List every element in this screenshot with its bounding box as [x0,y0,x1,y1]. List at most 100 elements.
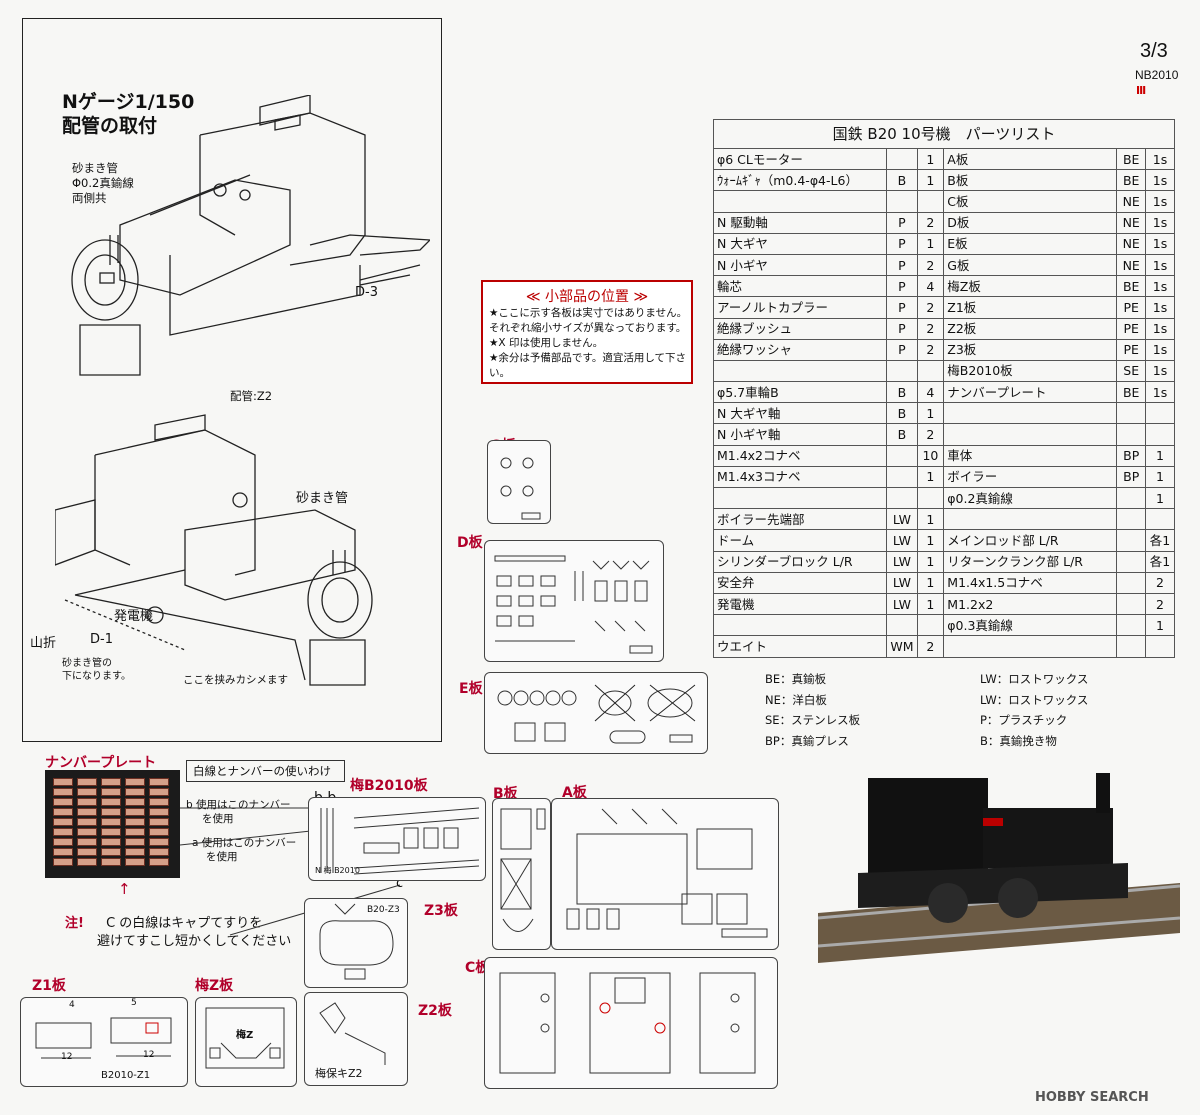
sheet-umez-drawing [205,1007,285,1069]
parts-table-cell: 梅B2010板 [943,359,1118,383]
sheet-z2-mark: 梅保キZ2 [315,1067,363,1080]
parts-table-cell [1116,529,1147,552]
sheet-umeb-mark: N 梅 B2010 [315,866,360,875]
parts-table-cell: N 小ギヤ軸 [712,423,888,446]
parts-table-cell: 発電機 [712,592,888,616]
notice-line: ★余分は予備部品です。適宜活用して下さい。 [489,352,687,379]
c-mark: c [396,876,404,891]
number-plate-item [53,778,73,786]
parts-table-cell: 2 [1145,592,1175,616]
sheet-g-drawing [500,457,541,520]
assembly-figure-panel [22,18,442,742]
parts-table-cell: N 大ギヤ [712,232,888,255]
legend-item: BP：真鍮プレス [765,733,849,748]
parts-table-cell: LW [886,571,918,594]
parts-table-cell: 各1 [1145,550,1175,573]
under-note-1: 砂まき管の [62,658,112,669]
parts-table-cell: 2 [916,423,945,446]
sheet-umeb-drawing [320,807,480,875]
parts-table-cell: 1 [916,550,945,573]
parts-table-cell: NE [1116,232,1147,255]
fold-label: 山折 [30,636,57,651]
parts-table-cell: SE [1116,359,1147,383]
parts-table-cell: 1s [1145,296,1175,319]
legend-item: SE：ステンレス板 [765,713,861,727]
parts-table-cell: 1 [1145,486,1175,510]
number-plate-item [77,818,97,826]
sheet-z3: B20-Z3 [304,898,408,988]
number-plate-item [149,828,169,836]
parts-table-cell: P [886,232,918,255]
parts-table-cell: φ5.7車輪B [712,381,888,404]
parts-table-cell: E板 [943,232,1118,255]
parts-table-cell: 4 [916,381,945,404]
parts-table-cell [886,190,918,213]
sheet-z2-drawing [319,1002,386,1065]
sheet-z1-num-12b: 12 [143,1050,155,1060]
number-plate-item [125,798,145,806]
number-plate-item [101,848,121,856]
parts-table-cell: 2 [1145,571,1175,594]
number-plate-item [101,778,121,786]
number-usage-title: 白線とナンバーの使いわけ [193,764,331,778]
pipe-z2-label: 配管:Z2 [230,389,273,403]
number-plate-arrow: ↑ [118,880,131,898]
number-plate-item [77,848,97,856]
parts-table-cell: 2 [916,253,945,277]
parts-table-cell: BP [1116,465,1147,489]
parts-table-cell: BP [1116,444,1147,467]
sheet-c [484,957,778,1089]
parts-table-cell: M1.2x2 [943,592,1118,616]
parts-table-cell: NE [1116,190,1147,213]
notice-line: ★X 印は使用しません。 [489,337,604,349]
parts-table-cell: 1 [1145,444,1175,467]
parts-table-cell: ボイラー先端部 [712,508,888,531]
number-plate-item [149,838,169,846]
parts-table-cell: メインロッド部 L/R [943,529,1118,552]
parts-table-cell: LW [886,592,918,616]
parts-table-cell: ボイラー [943,465,1118,489]
parts-table-cell: PE [1116,338,1147,361]
number-plate-title: ナンバープレート [45,755,157,771]
legend-item: LW：ロストワックス [980,692,1089,707]
number-plate-item [101,798,121,806]
sheet-z1: 4 5 12 12 B2010-Z1 [20,997,188,1087]
parts-table-cell [886,486,918,510]
sheet-c-drawing [499,972,756,1074]
clamp-note: ここを挟みカシメます [183,674,288,686]
caution-mark: 注! [65,916,84,931]
parts-table-cell [886,147,918,171]
parts-table-cell [712,190,888,213]
sheet-b-drawing [500,808,546,932]
number-plate-item [77,838,97,846]
parts-table-cell: 1s [1145,232,1175,255]
legend-item: NE：洋白板 [765,692,827,707]
parts-table-cell: 10 [916,444,945,467]
parts-table-cell [916,614,945,637]
parts-table-cell [886,444,918,467]
parts-table-cell: 1 [916,508,945,531]
number-plate-item [53,848,73,856]
number-plate-item [101,808,121,816]
number-plate-item [53,828,73,836]
parts-table-cell: ナンバープレート [943,381,1118,404]
parts-table-cell [1145,508,1175,531]
parts-table-cell: P [886,338,918,361]
number-usage-box [186,760,345,782]
sheet-z3-label: Z3板 [424,903,458,919]
parts-table-cell [943,508,1118,531]
both-sides-label: 両側共 [72,191,107,205]
legend-left: BE：真鍮板 NE：洋白板 SE：ステンレス板 BP：真鍮プレス [765,669,860,751]
number-plate-item [149,808,169,816]
number-plate-item [125,808,145,816]
parts-table-cell [1145,635,1175,658]
parts-table-cell [1116,508,1147,531]
page-number: 3/3 [1140,40,1168,62]
parts-table-cell: D板 [943,211,1118,234]
parts-table-cell: φ6 CLモーター [712,147,888,171]
parts-table-cell [1116,486,1147,510]
parts-table-cell: 2 [916,338,945,361]
parts-table-title-row: 国鉄 B20 10号機 パーツリスト [713,119,1175,149]
notice-line: それぞれ縮小サイズが異なっております。 [489,322,687,334]
